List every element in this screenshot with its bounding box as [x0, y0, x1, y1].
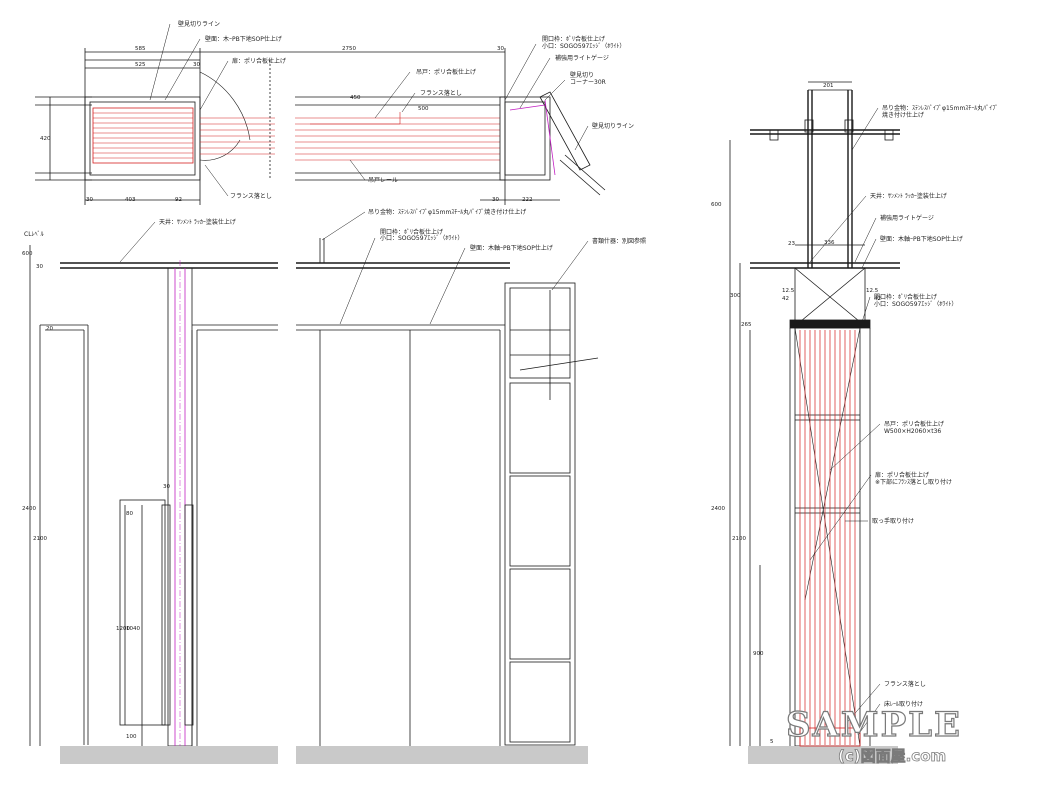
sample-watermark: SAMPLE (c)図面屋.com: [785, 704, 962, 765]
plan-dim-30d: 30: [492, 197, 499, 203]
plan-view: [35, 48, 606, 205]
plan-label-rail: 吊戸レール: [368, 177, 398, 184]
section-leaders: [809, 107, 881, 736]
sec-dim-42: 42: [782, 296, 789, 302]
sec-label-ceiling: 天井：ｻﾝﾒﾝﾄ ﾗｯｶｰ塗装仕上げ: [870, 192, 947, 200]
plan-dim-500: 500: [418, 106, 429, 112]
plan-dim-30c: 30: [86, 197, 93, 203]
sec-dim-201: 201: [823, 83, 834, 89]
elev-label-opening-frame: 開口枠：ﾎﾟﾘ合板仕上げ: [380, 228, 443, 236]
sec-dim-12-5: 12.5: [782, 288, 795, 294]
plan-labels: 壁見切りライン 壁面：木ｰPB下地SOP仕上げ 扉：ポリ合板仕上げ 吊戸：ポリ合…: [40, 20, 634, 203]
sec-dim-2100: 2100: [732, 536, 746, 542]
sec-dim-5: 5: [770, 739, 774, 745]
sec-dim-42b: 42: [874, 296, 881, 302]
elev-label-wall: 壁面：木軸ｰPB下地SOP仕上げ: [470, 244, 553, 252]
front-elevation: [29, 238, 599, 764]
elev-dim-30b: 30: [163, 484, 170, 490]
sec-label-hanging-door: 吊戸：ポリ合板仕上げ: [884, 420, 944, 428]
sec-label-hanger: 吊り金物：ｽﾃﾝﾚｽﾊﾟｲﾌﾟφ15mmｽﾁｰﾙ丸ﾊﾟｲﾌﾟ: [882, 104, 998, 112]
elev-label-shelf: 書類什器：別図参照: [592, 237, 646, 245]
sec-label-door: 扉：ポリ合板仕上げ: [875, 471, 929, 479]
sec-label-opening-frame-sub: 小口：SOGO597ｴｯｼﾞ（ﾎﾜｲﾄ）: [874, 300, 957, 308]
elev-dim-80: 80: [126, 511, 133, 517]
plan-label-opening-frame-sub: 小口：SOGO597ｴｯｼﾞ（ﾎﾜｲﾄ）: [542, 42, 625, 50]
sec-label-opening-frame: 開口枠：ﾎﾟﾘ合板仕上げ: [874, 293, 937, 301]
section-red-hatch: [799, 330, 856, 745]
plan-label-flush-bolt-left: フランス落とし: [230, 192, 272, 200]
elev-label-hanger: 吊り金物：ｽﾃﾝﾚｽﾊﾟｲﾌﾟφ15mmｽﾁｰﾙ丸ﾊﾟｲﾌﾟ焼き付け仕上げ: [368, 208, 526, 216]
plan-label-sight-line-right: 壁見切りライン: [592, 122, 634, 130]
plan-label-sight-line: 壁見切りライン: [178, 20, 220, 28]
sec-dim-23: 23: [788, 241, 795, 247]
sec-dim-900: 900: [753, 651, 764, 657]
sec-label-wall: 壁面：木軸ｰPB下地SOP仕上げ: [880, 235, 963, 243]
sec-dim-265: 265: [741, 322, 752, 328]
sec-label-stopper: 床ﾚｰﾙ取り付け: [884, 700, 923, 708]
plan-dim-222: 222: [522, 197, 533, 203]
section-labels: 吊り金物：ｽﾃﾝﾚｽﾊﾟｲﾌﾟφ15mmｽﾁｰﾙ丸ﾊﾟｲﾌﾟ 焼き付け仕上げ 天…: [711, 83, 998, 745]
section-view: [729, 81, 900, 764]
plan-dim-585: 585: [135, 46, 146, 52]
sec-label-door-note: ※下部にﾌﾗﾝｽ落とし取り付け: [875, 478, 952, 486]
sec-dim-2400: 2400: [711, 506, 725, 512]
plan-label-light-gauge: 補強用ライトゲージ: [555, 54, 609, 62]
sec-dim-300: 300: [730, 293, 741, 299]
elevation-labels: 天井：ｻﾝﾒﾝﾄ ﾗｯｶｰ塗装仕上げ 吊り金物：ｽﾃﾝﾚｽﾊﾟｲﾌﾟφ15mmｽ…: [22, 208, 646, 740]
elev-dim-20: 20: [46, 326, 53, 332]
plan-label-door: 扉：ポリ合板仕上げ: [232, 57, 286, 65]
watermark-main: SAMPLE: [786, 705, 962, 745]
elev-label-cl: CLﾚﾍﾞﾙ: [24, 231, 44, 238]
plan-label-wall-corner-2: コーナー30R: [570, 79, 606, 86]
sec-label-hanging-door-size: W500×H2060×t36: [884, 428, 941, 435]
elev-dim-100: 100: [126, 734, 137, 740]
plan-dim-2750: 2750: [342, 46, 356, 52]
plan-label-wall-corner-1: 壁見切り: [570, 71, 594, 79]
sec-label-handle: 取っ手取り付け: [872, 517, 914, 525]
plan-label-wall: 壁面：木ｰPB下地SOP仕上げ: [205, 35, 282, 43]
plan-label-flush-bolt-center: フランス落とし: [420, 89, 462, 97]
sec-label-hanger-sub: 焼き付け仕上げ: [882, 111, 924, 119]
elev-label-opening-frame-sub: 小口：SOGO597ｴｯｼﾞ（ﾎﾜｲﾄ）: [380, 234, 463, 242]
plan-dim-30b: 30: [497, 46, 504, 52]
elev-dim-30: 30: [36, 264, 43, 270]
plan-label-hanging-door: 吊戸：ポリ合板仕上げ: [416, 68, 476, 76]
sec-dim-12-5b: 12.5: [866, 288, 879, 294]
plan-dim-420: 420: [40, 136, 51, 142]
plan-dim-450: 450: [350, 95, 361, 101]
sec-dim-600: 600: [711, 202, 722, 208]
plan-dim-525: 525: [135, 62, 146, 68]
elev-dim-2100: 2100: [33, 536, 47, 542]
elev-dim-600: 600: [22, 251, 33, 257]
plan-dim-92: 92: [175, 197, 182, 203]
elev-label-ceiling: 天井：ｻﾝﾒﾝﾄ ﾗｯｶｰ塗装仕上げ: [159, 218, 236, 226]
watermark-sub: (c)図面屋.com: [838, 747, 946, 765]
plan-dim-30: 30: [193, 62, 200, 68]
plan-label-opening-frame: 開口枠：ﾎﾟﾘ合板仕上げ: [542, 35, 605, 43]
sec-dim-336: 336: [824, 240, 835, 246]
elev-dim-1040: 1040: [126, 626, 140, 632]
sec-label-flush-bolt: フランス落とし: [884, 680, 926, 688]
plan-dim-403: 403: [125, 197, 136, 203]
elevation-leaders: [119, 211, 589, 325]
elev-dim-2400: 2400: [22, 506, 36, 512]
plan-leaders: [149, 23, 589, 197]
elev-dim-1200: 1200: [116, 626, 130, 632]
sec-label-light-gauge: 補強用ライトゲージ: [880, 214, 934, 222]
